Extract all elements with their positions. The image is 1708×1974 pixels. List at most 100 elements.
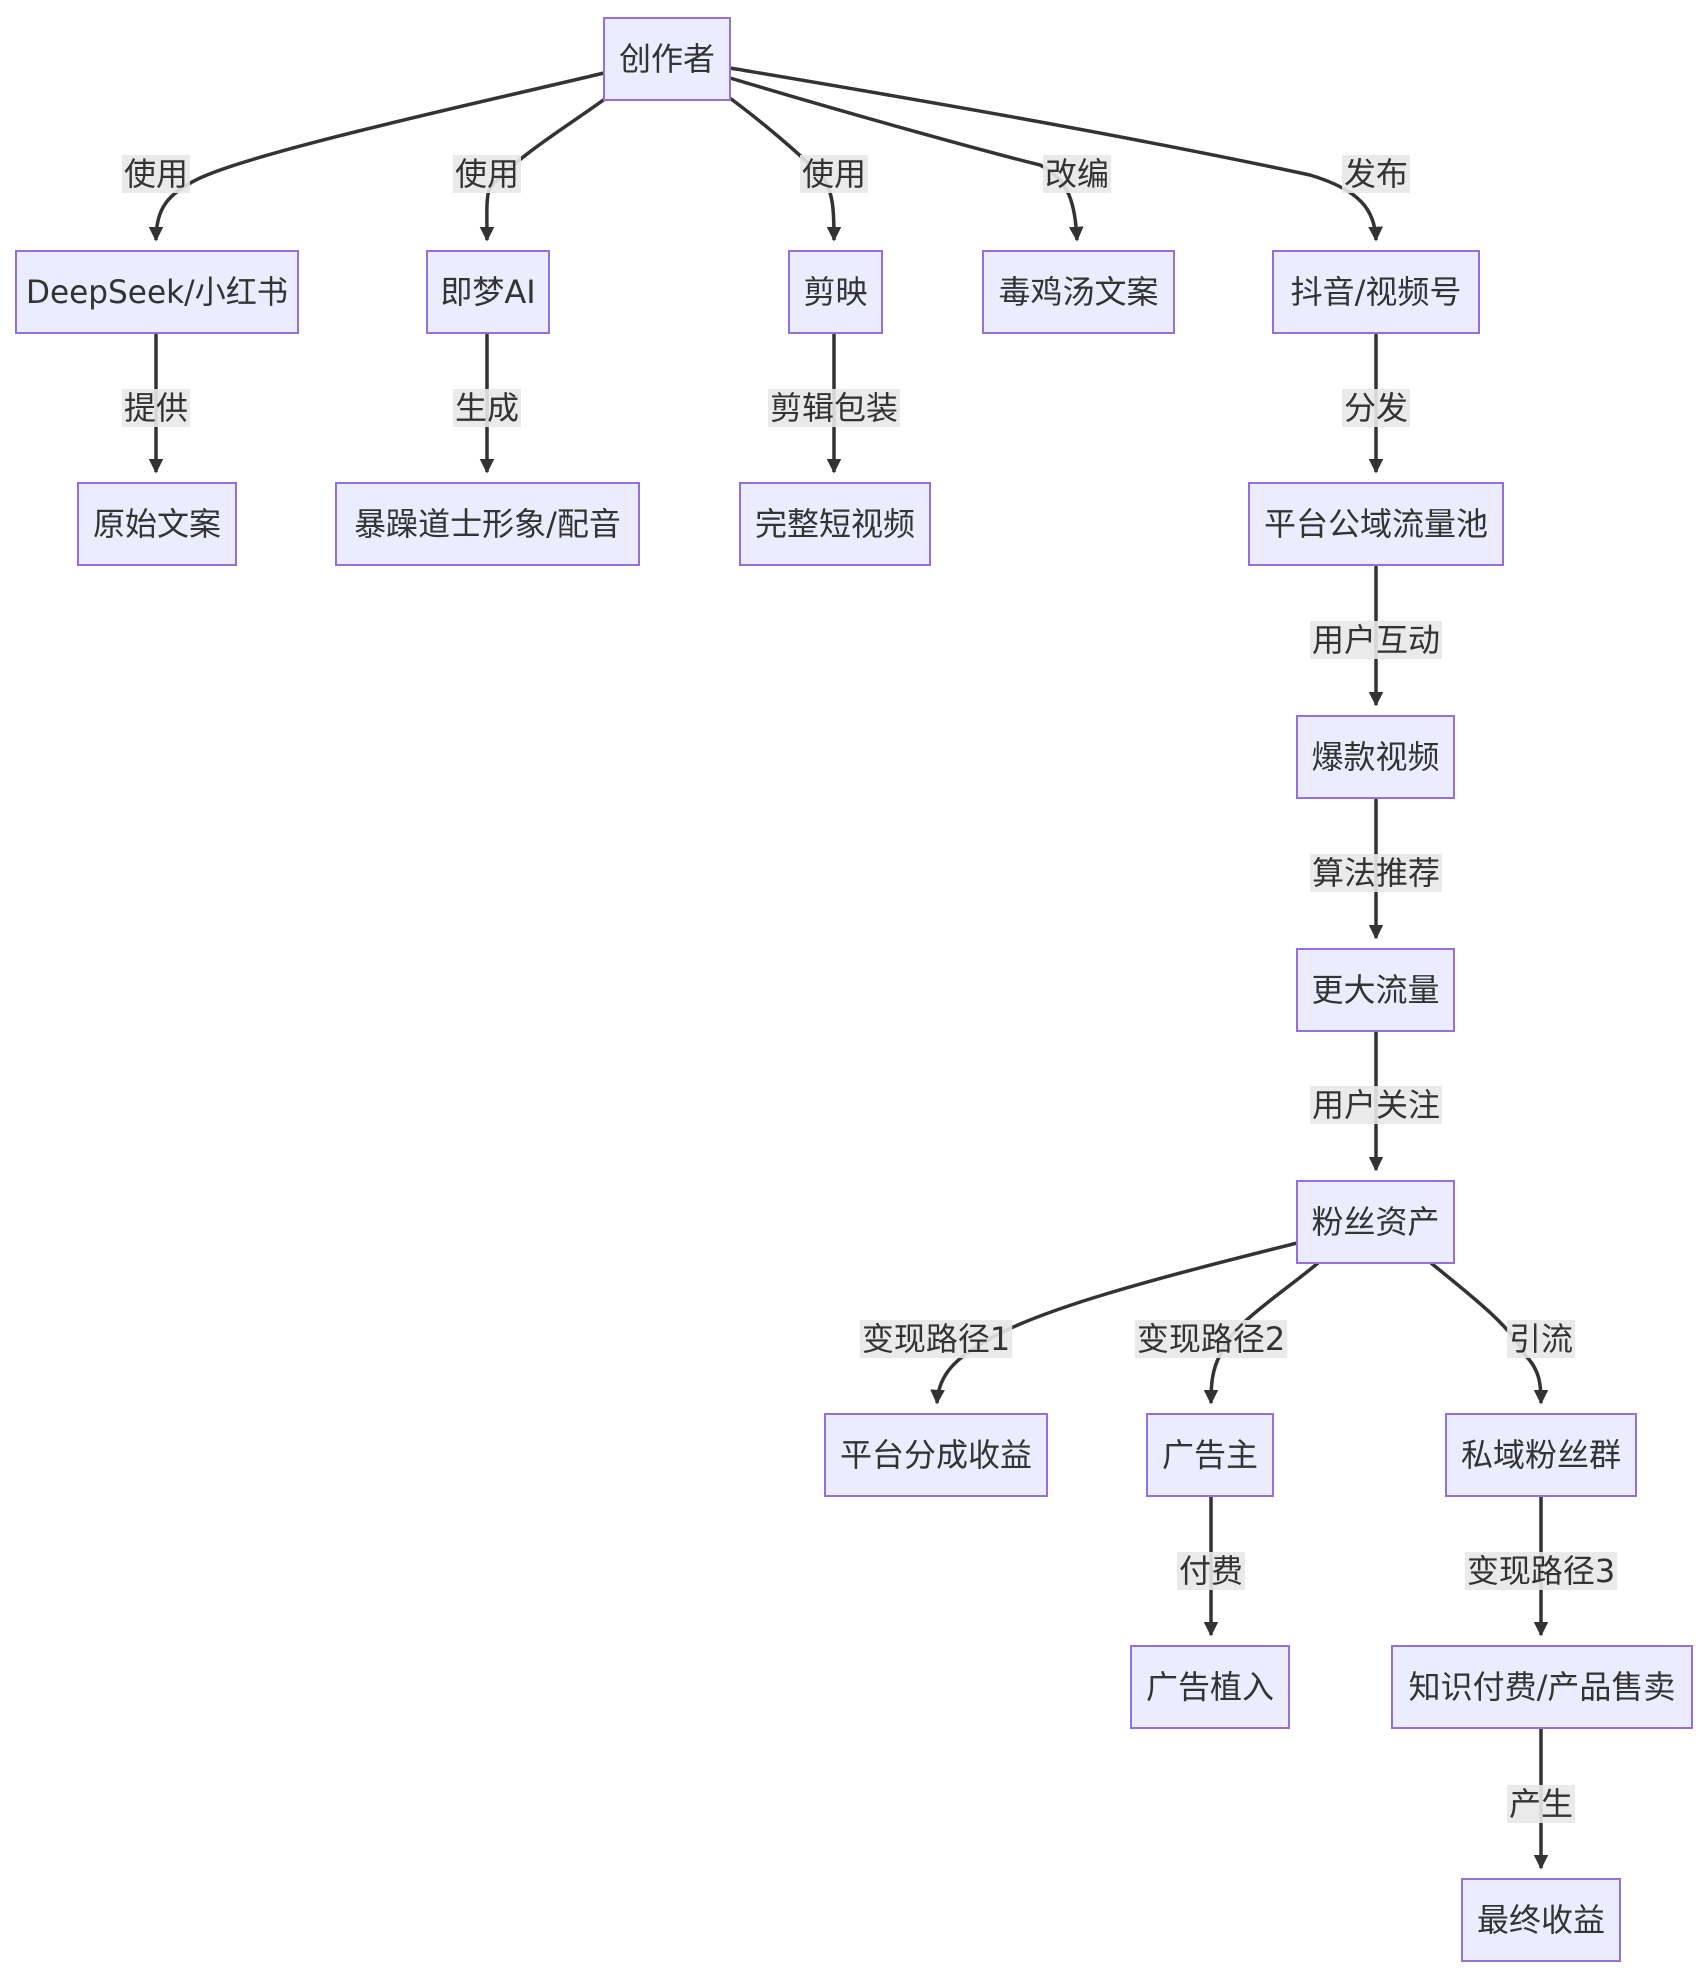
node-label: 暴躁道士形象/配音 xyxy=(354,505,621,543)
node-final-revenue: 最终收益 xyxy=(1461,1878,1621,1962)
edge-label: 发布 xyxy=(1341,155,1411,193)
edge-label-background xyxy=(121,389,191,427)
edge-label-text: 生成 xyxy=(455,389,519,427)
node-label: 平台公域流量池 xyxy=(1264,505,1488,543)
node-box xyxy=(15,250,299,334)
edge-label-background xyxy=(767,389,901,427)
edge-label-background xyxy=(1309,1086,1443,1124)
node-creator: 创作者 xyxy=(603,17,731,101)
edge-label-background xyxy=(452,155,522,193)
node-box xyxy=(982,250,1175,334)
node-knowledge: 知识付费/产品售卖 xyxy=(1391,1645,1693,1729)
edge-label: 变现路径2 xyxy=(1134,1320,1288,1358)
node-label: 粉丝资产 xyxy=(1311,1203,1439,1241)
node-label: 爆款视频 xyxy=(1311,738,1439,776)
node-deepseek: DeepSeek/小红书 xyxy=(15,250,299,334)
edge-label: 生成 xyxy=(452,389,522,427)
edge-label-background xyxy=(1309,854,1443,892)
node-revenue-share: 平台分成收益 xyxy=(824,1413,1048,1497)
node-fans: 粉丝资产 xyxy=(1296,1180,1455,1264)
edge-label-text: 使用 xyxy=(802,155,866,193)
node-box xyxy=(788,250,883,334)
node-raw-copy: 原始文案 xyxy=(77,482,237,566)
edge-label-background xyxy=(121,155,191,193)
edge-label-text: 改编 xyxy=(1045,155,1109,193)
edge-label-background xyxy=(1042,155,1112,193)
edge-label-text: 产生 xyxy=(1509,1785,1573,1823)
node-label: 剪映 xyxy=(803,273,867,311)
edge-label-background xyxy=(1134,1320,1288,1358)
edge-label: 产生 xyxy=(1506,1785,1576,1823)
node-box xyxy=(1296,948,1455,1032)
node-ad-placement: 广告植入 xyxy=(1130,1645,1290,1729)
node-private-group: 私域粉丝群 xyxy=(1445,1413,1637,1497)
node-label: 广告植入 xyxy=(1146,1668,1274,1706)
node-douyin: 抖音/视频号 xyxy=(1272,250,1480,334)
edge-label-background xyxy=(452,389,522,427)
edge-label: 使用 xyxy=(452,155,522,193)
node-jimeng: 即梦AI xyxy=(426,250,550,334)
edge-label-text: 算法推荐 xyxy=(1312,854,1440,892)
node-taoist: 暴躁道士形象/配音 xyxy=(335,482,640,566)
node-label: 更大流量 xyxy=(1311,971,1439,1009)
node-label: 创作者 xyxy=(619,40,715,78)
edge-label-background xyxy=(1309,621,1443,659)
node-box xyxy=(1248,482,1504,566)
node-box xyxy=(603,17,731,101)
edge-label: 分发 xyxy=(1341,389,1411,427)
edge-label: 提供 xyxy=(121,389,191,427)
edge-label: 变现路径1 xyxy=(859,1320,1013,1358)
node-label: 私域粉丝群 xyxy=(1461,1436,1621,1474)
node-jianying: 剪映 xyxy=(788,250,883,334)
edge-label-text: 使用 xyxy=(124,155,188,193)
edge-label-text: 使用 xyxy=(455,155,519,193)
edge-label-background xyxy=(1464,1552,1618,1590)
node-traffic-pool: 平台公域流量池 xyxy=(1248,482,1504,566)
node-label: DeepSeek/小红书 xyxy=(26,273,288,311)
edge-label-background xyxy=(1341,155,1411,193)
edge-label-background xyxy=(1506,1785,1576,1823)
edge-label-text: 变现路径1 xyxy=(862,1320,1010,1358)
node-label: 毒鸡汤文案 xyxy=(998,273,1158,311)
node-label: 即梦AI xyxy=(440,273,535,311)
edge-label-text: 付费 xyxy=(1179,1552,1243,1590)
node-box xyxy=(1272,250,1480,334)
edge-label-text: 发布 xyxy=(1344,155,1408,193)
node-viral: 爆款视频 xyxy=(1296,715,1455,799)
node-label: 原始文案 xyxy=(93,505,221,543)
edge-label-text: 分发 xyxy=(1344,389,1408,427)
node-box xyxy=(1146,1413,1274,1497)
edge-label-background xyxy=(1341,389,1411,427)
node-label: 最终收益 xyxy=(1477,1901,1605,1939)
edge-label-background xyxy=(1176,1552,1246,1590)
edge-label: 用户关注 xyxy=(1309,1086,1443,1124)
node-box xyxy=(426,250,550,334)
edge-label: 引流 xyxy=(1506,1320,1576,1358)
node-box xyxy=(335,482,640,566)
edge-label: 使用 xyxy=(121,155,191,193)
edge-label-text: 提供 xyxy=(124,389,188,427)
node-label: 抖音/视频号 xyxy=(1291,273,1462,311)
edge-label: 付费 xyxy=(1176,1552,1246,1590)
node-box xyxy=(1391,1645,1693,1729)
edge-label-text: 变现路径2 xyxy=(1137,1320,1285,1358)
edge-creator-to-deepseek xyxy=(148,71,605,242)
node-box xyxy=(1445,1413,1637,1497)
edge-label-text: 引流 xyxy=(1509,1320,1573,1358)
node-box xyxy=(77,482,237,566)
edge-fans-to-revenue-share xyxy=(930,1241,1298,1405)
edge-label-background xyxy=(799,155,869,193)
node-copywriting: 毒鸡汤文案 xyxy=(982,250,1175,334)
node-label: 完整短视频 xyxy=(755,505,915,543)
node-label: 平台分成收益 xyxy=(840,1436,1032,1474)
edge-label-text: 剪辑包装 xyxy=(770,389,898,427)
node-advertiser: 广告主 xyxy=(1146,1413,1274,1497)
edge-label: 使用 xyxy=(799,155,869,193)
edge-label-background xyxy=(1506,1320,1576,1358)
node-box xyxy=(1130,1645,1290,1729)
edge-label-text: 用户关注 xyxy=(1312,1086,1440,1124)
